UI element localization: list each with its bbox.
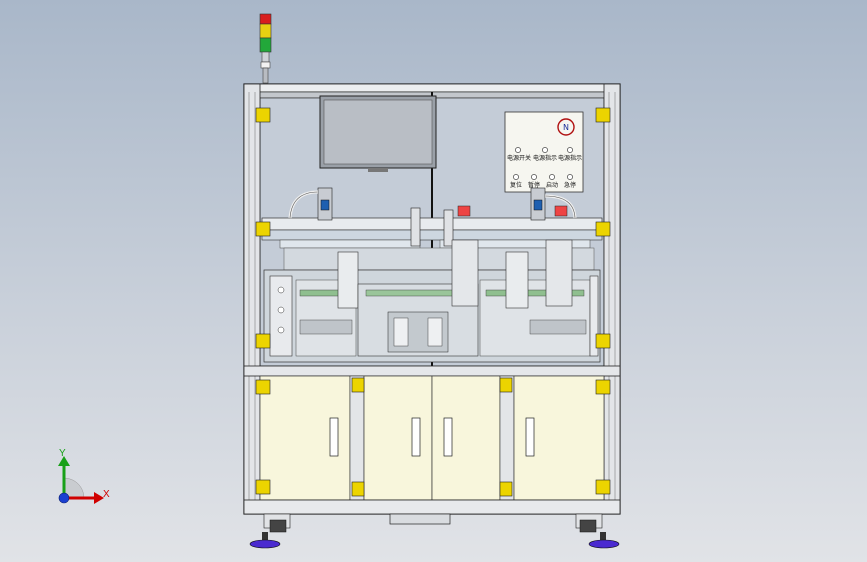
control-panel: N 电源开关 电源指示 电源指示 复位 暂停 启动 急停 (504, 111, 584, 193)
door-handle-1 (329, 417, 339, 457)
axis-z-icon (58, 492, 70, 504)
axis-triad: Y X (58, 448, 110, 504)
machine-feet (249, 513, 620, 549)
panel-button-2 (542, 147, 548, 153)
svg-text:N: N (563, 123, 569, 132)
panel-button-reset (513, 174, 519, 180)
panel-buttons-top: 电源开关 电源指示 电源指示 (507, 147, 582, 162)
mechanism-area (263, 239, 601, 363)
panel-label-top-1: 电源开关 (507, 154, 531, 162)
logo-icon (557, 118, 575, 136)
panel-buttons-bottom: 复位 暂停 启动 急停 (510, 174, 576, 189)
panel-label-top-3: 电源指示 (558, 154, 582, 162)
panel-button-3 (567, 147, 573, 153)
stack-light-tower (259, 13, 272, 84)
cabinet-door-2 (363, 375, 433, 501)
cabinet-door-3 (431, 375, 501, 501)
lower-cabinet (243, 365, 621, 525)
stack-light-yellow (259, 23, 272, 39)
upper-gantry (261, 187, 603, 271)
panel-button-1 (515, 147, 521, 153)
panel-label-bottom-1: 复位 (510, 181, 522, 189)
stack-light-red (259, 13, 272, 25)
axis-x-label: X (103, 489, 110, 500)
panel-label-bottom-2: 暂停 (528, 181, 540, 189)
stack-light-green (259, 37, 272, 53)
door-handle-2 (411, 417, 421, 457)
axis-y-label: Y (59, 448, 66, 459)
door-handle-3 (443, 417, 453, 457)
panel-button-start (549, 174, 555, 180)
door-handle-4 (525, 417, 535, 457)
panel-label-top-2: 电源指示 (533, 154, 557, 162)
hmi-monitor (319, 95, 437, 172)
panel-label-bottom-4: 急停 (564, 181, 576, 189)
hinges (255, 107, 611, 497)
panel-button-estop (567, 174, 573, 180)
panel-label-bottom-3: 启动 (546, 181, 558, 189)
panel-button-pause (531, 174, 537, 180)
